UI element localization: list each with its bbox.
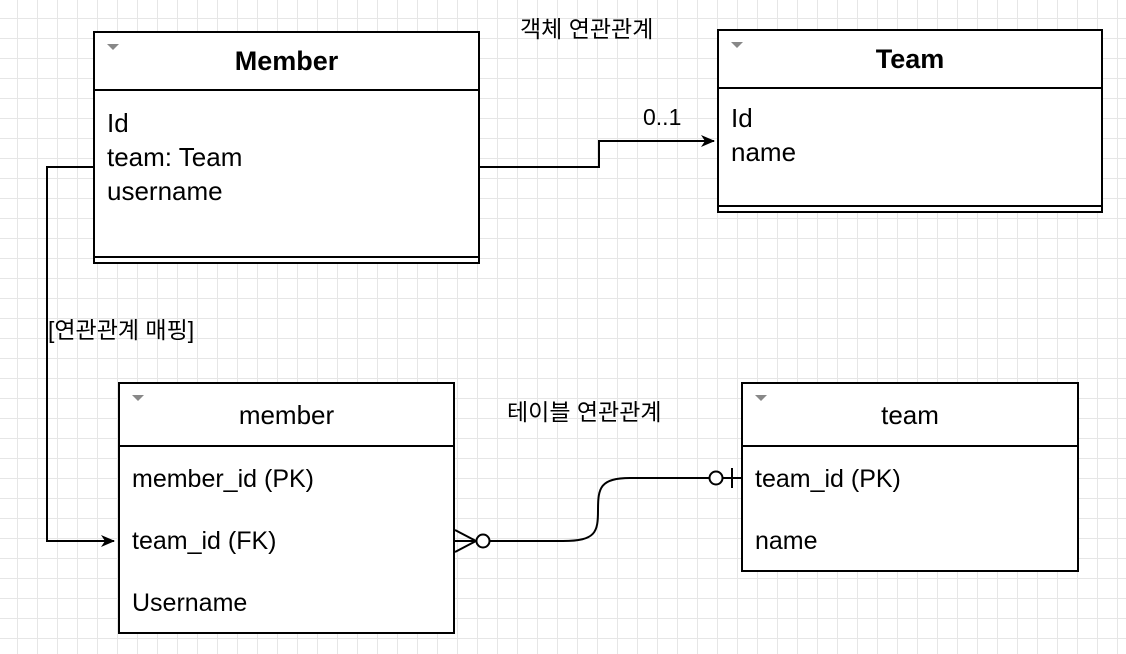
team-class-title: Team [875, 44, 945, 74]
collapse-triangle-icon[interactable] [755, 395, 767, 401]
member-table-title: member [238, 400, 335, 430]
team-class-divider [719, 205, 1101, 207]
association-arrow [480, 135, 715, 168]
team-table-header: team [743, 384, 1077, 447]
team-column-team-id: team_id (PK) [755, 465, 901, 493]
member-class-title: Member [234, 46, 339, 76]
team-table[interactable]: team team_id (PK) name [741, 382, 1079, 572]
team-class-attributes: Id name [731, 101, 796, 169]
member-class-attributes: Id team: Team username [107, 106, 242, 208]
collapse-triangle-icon[interactable] [731, 42, 743, 48]
team-table-title: team [881, 400, 939, 430]
multiplicity-label: 0..1 [643, 104, 682, 130]
object-relation-label: 객체 연관관계 [520, 16, 654, 42]
collapse-triangle-icon[interactable] [107, 44, 119, 50]
team-attr-name: name [731, 137, 797, 167]
team-class[interactable]: Team Id name [717, 29, 1103, 213]
member-column-username: Username [132, 589, 248, 617]
mapping-label: [연관관계 매핑] [48, 317, 195, 343]
table-relation-label: 테이블 연관관계 [507, 399, 662, 425]
collapse-triangle-icon[interactable] [132, 395, 144, 401]
member-class-header: Member [95, 33, 478, 91]
team-column-name: name [755, 527, 818, 555]
member-attr-team: team: Team [107, 142, 243, 172]
zero-one-marker-icon [708, 468, 742, 488]
member-attr-id: Id [107, 108, 129, 138]
member-table[interactable]: member member_id (PK) team_id (FK) Usern… [118, 382, 455, 634]
mapping-arrow [46, 166, 115, 547]
member-attr-username: username [107, 176, 223, 206]
member-class[interactable]: Member Id team: Team username [93, 31, 480, 264]
member-table-header: member [120, 384, 453, 447]
member-class-divider [95, 256, 478, 258]
team-class-header: Team [719, 31, 1101, 89]
crows-foot-zero-many-icon [454, 529, 491, 553]
member-column-team-id: team_id (FK) [132, 527, 277, 555]
team-attr-id: Id [731, 103, 753, 133]
member-column-member-id: member_id (PK) [132, 465, 314, 493]
erd-relationship-line [490, 477, 710, 542]
